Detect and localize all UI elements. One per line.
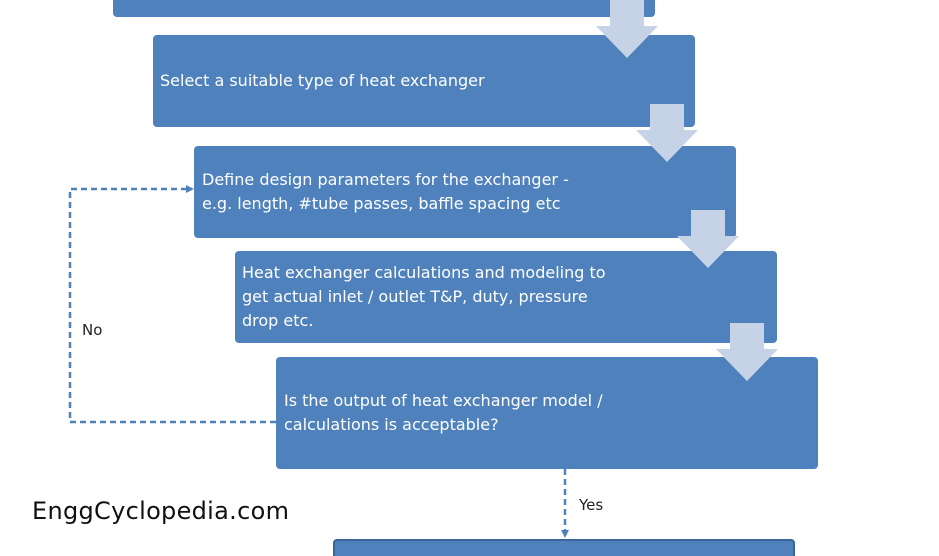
step-box-calculations: Heat exchanger calculations and modeling… [235, 251, 777, 343]
down-arrow-4 [716, 323, 778, 381]
step-box-check-output: Is the output of heat exchanger model / … [276, 357, 818, 469]
step-box-calculations-label: Heat exchanger calculations and modeling… [242, 263, 606, 330]
down-arrow-1 [596, 0, 658, 58]
watermark-text: EnggCyclopedia.com [32, 497, 290, 525]
down-arrow-2 [636, 104, 698, 162]
step-box-bottom [333, 539, 795, 556]
step-box-top [113, 0, 655, 17]
no-loop-connector [68, 185, 276, 424]
step-box-define-params-label: Define design parameters for the exchang… [202, 170, 569, 213]
step-box-define-params: Define design parameters for the exchang… [194, 146, 736, 238]
step-box-select-type-label: Select a suitable type of heat exchanger [160, 71, 485, 90]
step-box-select-type: Select a suitable type of heat exchanger [153, 35, 695, 127]
down-arrow-3 [677, 210, 739, 268]
step-box-check-output-label: Is the output of heat exchanger model / … [284, 391, 603, 434]
no-edge-label: No [82, 321, 103, 339]
yes-edge-label: Yes [579, 496, 604, 514]
